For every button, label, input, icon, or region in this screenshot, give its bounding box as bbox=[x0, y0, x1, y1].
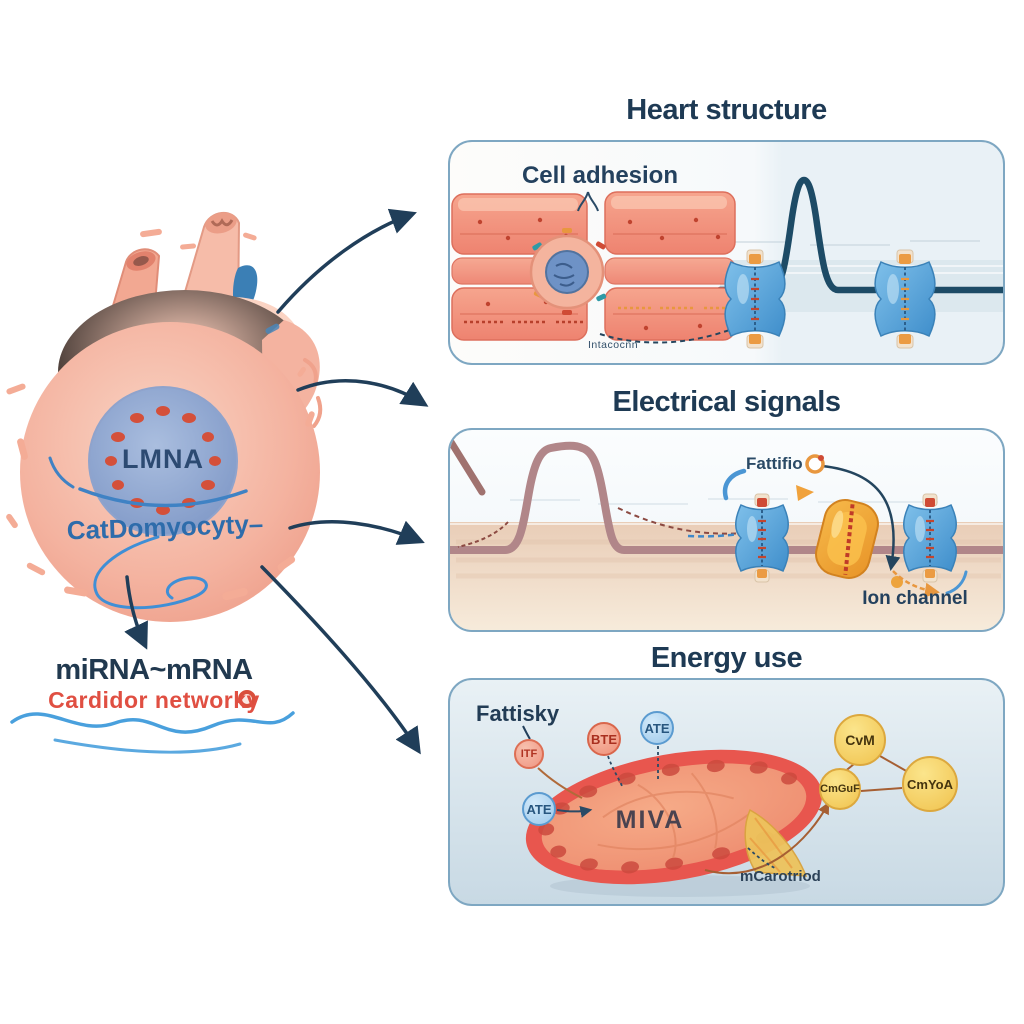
ion-channel-icon bbox=[735, 493, 789, 583]
central-cell bbox=[529, 228, 607, 315]
panel-title-electrical-signals: Electrical signals bbox=[612, 386, 841, 418]
ion-channel-icon bbox=[903, 493, 957, 583]
ion-channel-label: Ion channel bbox=[862, 588, 968, 609]
energy-use-panel: Fattisky MIVA mCarotriod ITF BTE ATE ATE… bbox=[448, 678, 1005, 906]
action-potential-illustration bbox=[450, 433, 1003, 630]
atp-badge-red-small: ITF bbox=[514, 739, 544, 769]
arrow-to-electrical-signals bbox=[288, 520, 425, 545]
electrical-signals-panel: Fattifio Ion channel bbox=[448, 428, 1005, 632]
caption-dashed-curve bbox=[599, 321, 749, 344]
decorative-flecks bbox=[6, 228, 315, 601]
fattifio-label: Fattifio bbox=[746, 454, 803, 473]
orange-arrowhead bbox=[796, 485, 814, 501]
cell-adhesion-illustration bbox=[451, 176, 1003, 349]
network-squiggle bbox=[10, 711, 295, 734]
cell-adhesion-label: Cell adhesion bbox=[521, 162, 679, 189]
arrow-to-mirna bbox=[124, 575, 148, 650]
fattisky-label: Fattisky bbox=[476, 701, 560, 726]
arrow-to-heart-structure bbox=[276, 208, 417, 314]
ion-channel-icon bbox=[724, 249, 786, 349]
ion-channel-icon bbox=[874, 249, 936, 349]
mirna-mrna-label: miRNA~mRNA bbox=[55, 654, 253, 686]
nucleus-label: LMNA bbox=[122, 444, 204, 474]
blue-curved-arrow bbox=[722, 468, 747, 501]
signal-path-line bbox=[821, 464, 901, 571]
heart-structure-panel: Cell adhesion Intacocnn bbox=[448, 140, 1005, 365]
intercalated-disc-caption: Intacocnn bbox=[588, 339, 639, 351]
nuclear-lamina-dots bbox=[105, 406, 221, 515]
panel-title-heart-structure: Heart structure bbox=[626, 94, 827, 126]
energy-node-icon: CmYoA bbox=[902, 756, 958, 812]
cardiomyocyte-cell bbox=[20, 322, 320, 622]
energy-node-icon: CmGuF bbox=[819, 768, 861, 810]
energy-node-icon: CvM bbox=[834, 714, 886, 766]
annotation-squiggle bbox=[93, 535, 208, 610]
arrow-to-energy-use bbox=[260, 565, 421, 755]
cell-nucleus bbox=[88, 386, 238, 536]
cardiac-network-label: Cardidor networky bbox=[48, 687, 260, 713]
atp-badge-blue-left: ATE bbox=[522, 792, 556, 826]
action-potential-curve bbox=[450, 441, 1003, 554]
mitochondrion-caption: mCarotriod bbox=[740, 868, 821, 885]
spike-waveform bbox=[716, 176, 1003, 294]
atp-badge-blue-top: ATE bbox=[640, 711, 674, 745]
mitochondrion-illustration bbox=[522, 725, 909, 897]
atp-badge-red: BTE bbox=[587, 722, 621, 756]
mitochondrion-label: MIVA bbox=[615, 806, 685, 834]
panel-title-energy-use: Energy use bbox=[650, 642, 803, 674]
arrow-to-electrical-upper bbox=[296, 378, 429, 407]
network-red-dot bbox=[238, 690, 256, 708]
label-fork-line bbox=[577, 191, 599, 212]
orange-channel-icon bbox=[815, 499, 879, 579]
